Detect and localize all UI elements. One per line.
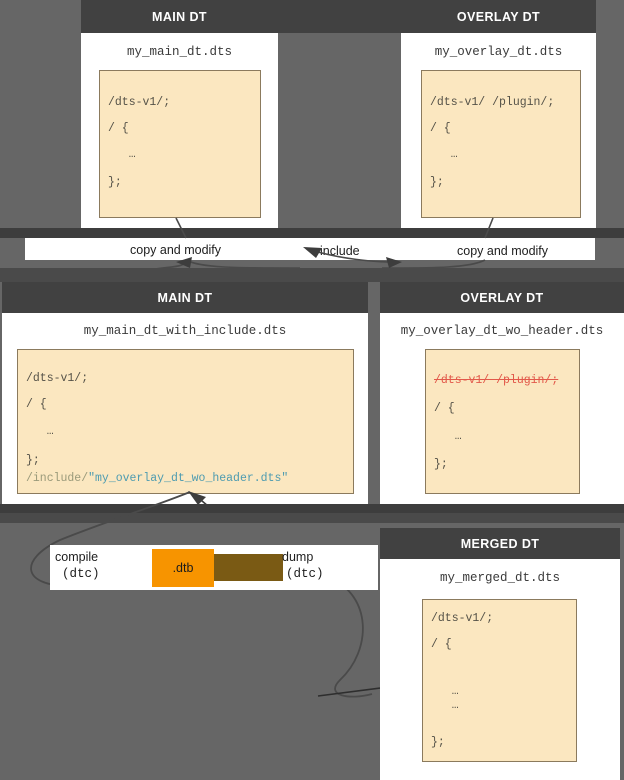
- code-line: /dts-v1/ /plugin/;: [430, 96, 555, 109]
- code-line: };: [431, 736, 445, 749]
- filename-my-overlay-dt-wo-header: my_overlay_dt_wo_header.dts: [400, 324, 604, 338]
- panel-overlay-dt-row2: OVERLAY DT my_overlay_dt_wo_header.dts /…: [380, 282, 624, 504]
- divider-strip-4: [0, 513, 624, 523]
- panel-merged-dt: MERGED DT my_merged_dt.dts /dts-v1/; / {…: [380, 528, 620, 780]
- code-line: };: [26, 454, 40, 467]
- code-line: …: [431, 699, 459, 712]
- divider-strip-2: [0, 268, 624, 282]
- connector-line-include: [317, 251, 393, 263]
- artifact-dtb[interactable]: .dtb: [152, 549, 214, 587]
- filename-my-merged-dt: my_merged_dt.dts: [439, 571, 561, 585]
- code-block-my-main-dt-with-include: /dts-v1/; / { … }; /include/"my_overlay_…: [17, 349, 354, 494]
- code-line: / {: [108, 122, 129, 135]
- code-line: };: [108, 176, 122, 189]
- panel-body-overlay-dt-row1: my_overlay_dt.dts /dts-v1/ /plugin/; / {…: [401, 33, 596, 228]
- filename-my-overlay-dt: my_overlay_dt.dts: [434, 45, 563, 59]
- arrowhead-include: [303, 247, 322, 258]
- code-line: / {: [431, 638, 452, 651]
- code-line: };: [434, 458, 448, 471]
- arrowhead-flow-left: [188, 491, 206, 505]
- code-line: };: [430, 176, 444, 189]
- label-dump-tool: (dtc): [286, 567, 324, 581]
- panel-overlay-dt-row1: OVERLAY DT my_overlay_dt.dts /dts-v1/ /p…: [401, 0, 596, 228]
- code-line: / {: [430, 122, 451, 135]
- code-line: /dts-v1/;: [108, 96, 171, 109]
- flow-curve-dump-to-merged: [329, 577, 373, 698]
- code-line: …: [108, 148, 136, 161]
- pipeline-box: compile (dtc) .dtb dump (dtc): [50, 545, 378, 590]
- code-block-my-merged-dt: /dts-v1/; / { … … };: [422, 599, 577, 762]
- panel-title-overlay-dt-row2: OVERLAY DT: [380, 282, 624, 313]
- connector-line-main-curve2: [185, 259, 300, 269]
- include-keyword: /include/: [26, 472, 89, 485]
- arrowhead-row2-main: [176, 257, 192, 268]
- code-block-my-main-dt: /dts-v1/; / { … };: [99, 70, 261, 218]
- label-compile: compile: [55, 550, 99, 564]
- label-compile-tool: (dtc): [62, 567, 100, 581]
- flow-curve-left: [30, 491, 191, 587]
- divider-strip-3: [0, 504, 624, 513]
- code-line: /dts-v1/;: [26, 372, 89, 385]
- panel-main-dt-row1: MAIN DT my_main_dt.dts /dts-v1/; / { … }…: [81, 0, 278, 228]
- filename-my-main-dt-with-include: my_main_dt_with_include.dts: [83, 324, 287, 338]
- panel-title-overlay-dt-row1: OVERLAY DT: [401, 0, 596, 33]
- label-copy-and-modify-right: copy and modify: [457, 244, 549, 258]
- label-copy-and-modify-left: copy and modify: [130, 243, 222, 257]
- panel-title-main-dt-row1: MAIN DT: [81, 0, 278, 33]
- divider-strip-1: [0, 228, 624, 238]
- code-line: …: [434, 430, 462, 443]
- code-line: …: [431, 685, 459, 698]
- arrowhead-row2-overlay: [386, 257, 402, 268]
- panel-body-main-dt-row2: my_main_dt_with_include.dts /dts-v1/; / …: [2, 313, 368, 504]
- code-line: / {: [26, 398, 47, 411]
- code-line-include: /include/"my_overlay_dt_wo_header.dts": [26, 472, 288, 485]
- panel-title-main-dt-row2: MAIN DT: [2, 282, 368, 313]
- code-line-struck: /dts-v1/ /plugin/;: [434, 374, 559, 387]
- include-target: "my_overlay_dt_wo_header.dts": [88, 472, 289, 485]
- code-block-my-overlay-dt: /dts-v1/ /plugin/; / { … };: [421, 70, 581, 218]
- connector-line-main: [175, 217, 187, 239]
- panel-title-merged-dt: MERGED DT: [380, 528, 620, 559]
- filename-my-main-dt: my_main_dt.dts: [126, 45, 233, 59]
- label-dump: dump: [282, 550, 314, 564]
- code-line: / {: [434, 402, 455, 415]
- code-line: /dts-v1/;: [431, 612, 494, 625]
- panel-body-merged-dt: my_merged_dt.dts /dts-v1/; / { … … };: [380, 559, 620, 780]
- code-block-my-overlay-dt-wo-header: /dts-v1/ /plugin/; / { … };: [425, 349, 580, 494]
- panel-body-main-dt-row1: my_main_dt.dts /dts-v1/; / { … };: [81, 33, 278, 228]
- code-line: …: [26, 425, 54, 438]
- connector-line-overlay: [484, 217, 494, 239]
- panel-main-dt-row2: MAIN DT my_main_dt_with_include.dts /dts…: [2, 282, 368, 504]
- code-line: …: [430, 148, 458, 161]
- panel-body-overlay-dt-row2: my_overlay_dt_wo_header.dts /dts-v1/ /pl…: [380, 313, 624, 504]
- connector-line-overlay-curve: [382, 259, 486, 269]
